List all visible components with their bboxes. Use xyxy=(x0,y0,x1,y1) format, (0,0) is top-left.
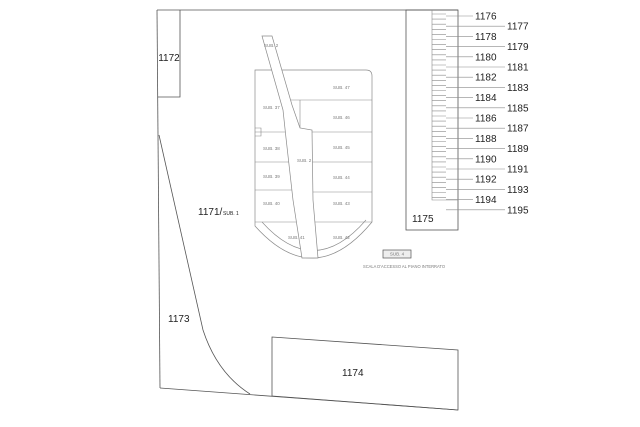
strip-label: 1191 xyxy=(507,165,529,176)
stair-badge-box xyxy=(382,249,412,259)
stair-caption: SCALA D'ACCESSO AL PIANO INTERRATO xyxy=(363,264,445,269)
strip-label: 1195 xyxy=(507,205,529,216)
strip-label: 1181 xyxy=(507,63,529,74)
lot-boundary-left xyxy=(156,9,161,389)
strip-label: 1180 xyxy=(475,52,497,63)
parcel-label-1171: 1171/ xyxy=(198,207,223,218)
unit-label-39: SUB. 39 xyxy=(263,174,280,179)
strip-label: 1193 xyxy=(507,185,529,196)
strip-label: 1187 xyxy=(507,124,529,135)
unit-label-42: SUB. 42 xyxy=(333,235,350,240)
strip-label: 1188 xyxy=(475,134,497,145)
unit-label-corridor-top: SUB. 2 xyxy=(264,43,279,48)
unit-label-40: SUB. 40 xyxy=(263,201,280,206)
unit-label-37: SUB. 37 xyxy=(263,105,280,110)
strip-label: 1192 xyxy=(475,175,497,186)
parcel-1172-outline xyxy=(158,10,181,98)
parcel-label-1171-sub: SUB. 1 xyxy=(223,211,239,217)
parcel-1173-boundary-curve xyxy=(158,134,251,395)
strip-label: 1185 xyxy=(507,103,529,114)
strip-label: 1183 xyxy=(507,83,529,94)
unit-label-44: SUB. 44 xyxy=(333,175,350,180)
strip-label: 1178 xyxy=(475,32,497,43)
strip-hatch xyxy=(432,13,446,198)
unit-label-43: SUB. 43 xyxy=(333,201,350,206)
strip-label: 1184 xyxy=(475,93,497,104)
parcel-label-1174: 1174 xyxy=(342,368,364,379)
unit-label-38: SUB. 38 xyxy=(263,146,280,151)
strip-label: 1194 xyxy=(475,195,497,206)
parcel-label-1173: 1173 xyxy=(168,314,190,325)
strip-label: 1189 xyxy=(507,144,529,155)
parcel-1174-outline xyxy=(271,336,459,411)
stair-badge-label: SUB. 4 xyxy=(390,252,405,257)
parcel-label-1175: 1175 xyxy=(412,214,434,225)
strip-label: 1186 xyxy=(475,114,497,125)
strip-leader-lines xyxy=(446,15,505,211)
strip-label: 1179 xyxy=(507,42,529,53)
strip-label: 1190 xyxy=(475,154,497,165)
unit-label-47: SUB. 47 xyxy=(333,85,350,90)
unit-label-41: SUB. 41 xyxy=(288,235,305,240)
parcel-label-1172: 1172 xyxy=(158,53,180,64)
strip-label: 1176 xyxy=(475,12,497,23)
strip-label: 1177 xyxy=(507,22,529,33)
strip-label: 1182 xyxy=(475,73,497,84)
parcel-1175-inner-division xyxy=(431,10,458,201)
unit-label-45: SUB. 45 xyxy=(333,145,350,150)
unit-label-46: SUB. 46 xyxy=(333,115,350,120)
corridor-sub-2 xyxy=(261,35,319,259)
unit-label-corridor-mid: SUB. 2 xyxy=(297,158,312,163)
